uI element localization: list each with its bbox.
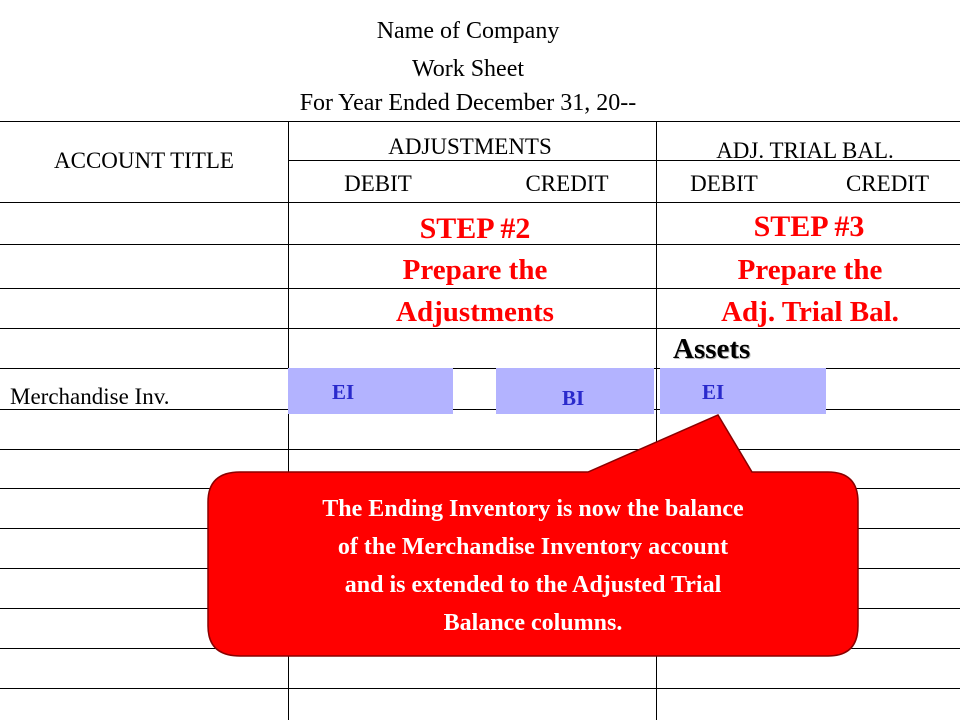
adj-debit-header: DEBIT <box>344 171 412 196</box>
adj-credit-cell: BI <box>496 368 654 414</box>
grid-line <box>0 368 960 369</box>
grid-line <box>289 160 960 161</box>
atb-credit-header: CREDIT <box>845 171 930 196</box>
grid-line <box>656 121 657 720</box>
callout-line: The Ending Inventory is now the balance <box>322 496 744 522</box>
grid-line <box>288 121 289 720</box>
adj-debit-value: EI <box>332 380 355 404</box>
grid-line <box>0 121 960 122</box>
callout-shape <box>207 414 859 657</box>
grid-line <box>0 288 960 289</box>
grid-line <box>0 409 960 410</box>
callout-line: Balance columns. <box>443 610 623 636</box>
atb-debit-value: EI <box>702 380 725 404</box>
adjustments-header: ADJUSTMENTS <box>388 134 552 159</box>
callout-line: of the Merchandise Inventory account <box>337 534 729 560</box>
grid-line <box>0 202 960 203</box>
period-title: For Year Ended December 31, 20-- <box>299 90 637 116</box>
company-name: Name of Company <box>376 18 560 44</box>
step-2-label: STEP #2 <box>419 212 531 245</box>
adj-debit-cell: EI <box>288 368 453 414</box>
assets-label: Assets <box>673 333 751 365</box>
step-2-line1: Prepare the <box>402 254 548 286</box>
adj-trial-bal-header: ADJ. TRIAL BAL. <box>716 138 894 163</box>
callout-line: and is extended to the Adjusted Trial <box>344 572 722 598</box>
grid-line <box>0 244 960 245</box>
grid-line <box>0 688 960 689</box>
step-3-line1: Prepare the <box>737 254 883 286</box>
grid-line <box>0 449 960 450</box>
step-2-line2: Adjustments <box>396 296 554 328</box>
callout-text: The Ending Inventory is now the balance … <box>212 490 854 642</box>
sheet-title: Work Sheet <box>411 56 525 82</box>
grid-line <box>0 328 960 329</box>
account-title-header: ACCOUNT TITLE <box>54 148 234 173</box>
adj-credit-value: BI <box>562 386 585 410</box>
step-3-label: STEP #3 <box>753 210 865 243</box>
account-name: Merchandise Inv. <box>10 384 170 409</box>
atb-debit-cell: EI <box>660 368 826 414</box>
atb-debit-header: DEBIT <box>690 171 758 196</box>
adj-credit-header: CREDIT <box>525 171 609 196</box>
step-3-line2: Adj. Trial Bal. <box>721 296 899 328</box>
